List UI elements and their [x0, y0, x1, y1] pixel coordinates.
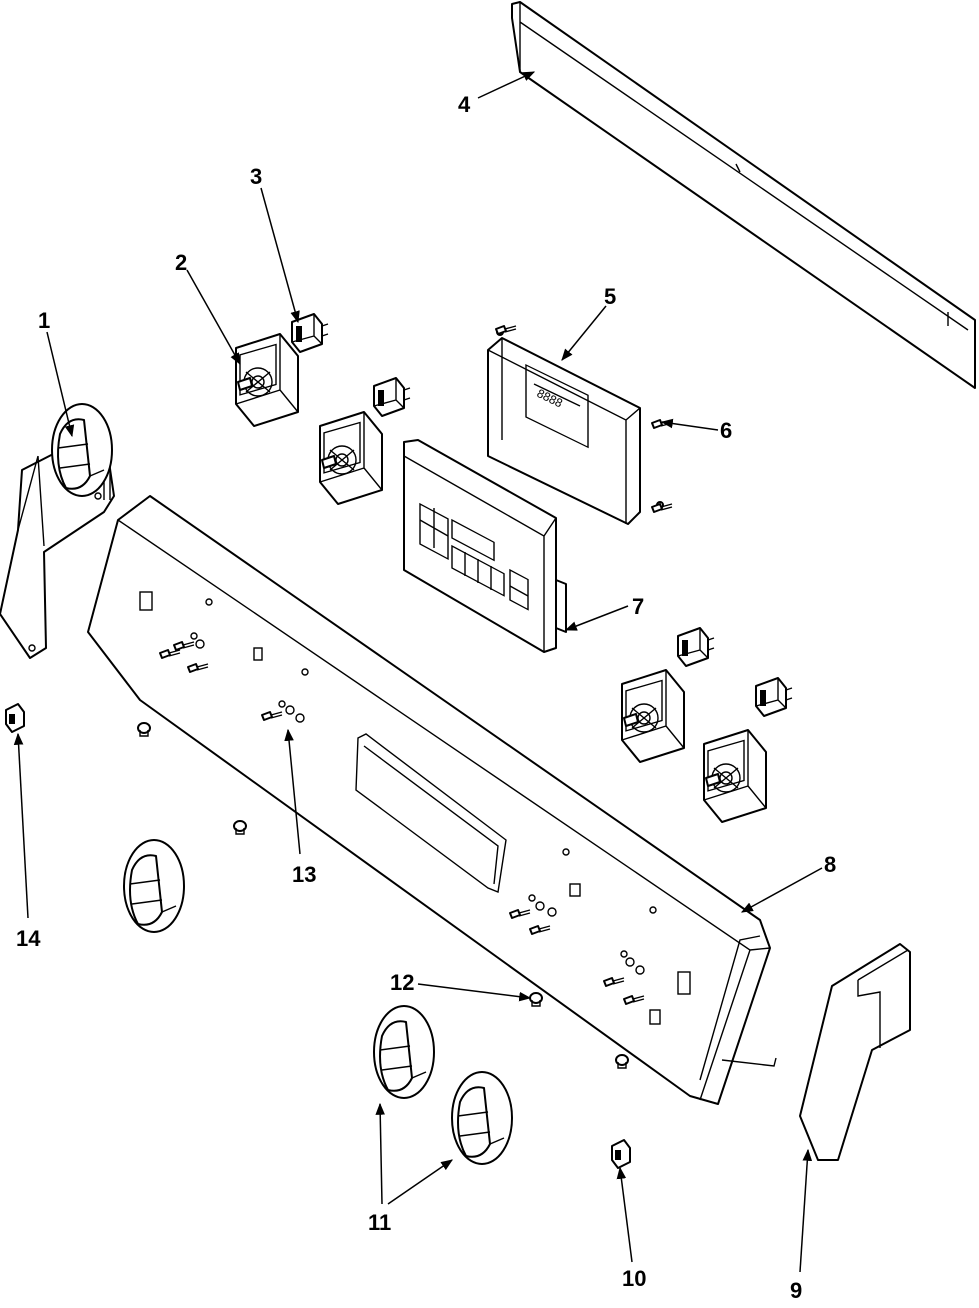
- part-infinite-switch-c: [621, 669, 685, 763]
- callout-8: 8: [824, 852, 836, 877]
- callout-12: 12: [390, 970, 414, 995]
- part-rocker-switch-c: [677, 627, 715, 667]
- part-knob-b: [123, 839, 185, 933]
- part-infinite-switch-b: [319, 411, 383, 505]
- part-push-nut-d: [615, 1054, 629, 1069]
- callout-9: 9: [790, 1278, 802, 1303]
- callout-labels: 1 2 3 4 5 6 7 8 9 10 11 12 13 14: [16, 92, 836, 1303]
- part-rocker-switch-d: [755, 677, 793, 717]
- part-rocker-switch-b: [373, 377, 411, 417]
- part-knob-a: [51, 403, 113, 497]
- part-clip-right: [611, 1139, 631, 1169]
- part-push-nut-b: [233, 820, 247, 835]
- callout-11: 11: [368, 1210, 391, 1235]
- part-clip-left: [5, 703, 25, 733]
- part-push-nut-a: [137, 722, 151, 737]
- callout-7: 7: [632, 594, 644, 619]
- part-rear-trim-strip: [511, 1, 976, 389]
- callout-3: 3: [250, 164, 262, 189]
- callout-13: 13: [292, 862, 316, 887]
- part-infinite-switch-d: [703, 729, 767, 823]
- part-right-end-cap: [799, 943, 911, 1161]
- callout-4: 4: [458, 92, 471, 117]
- callout-5: 5: [604, 284, 616, 309]
- part-control-screw-top: [495, 325, 517, 335]
- leader-lines: [13, 71, 823, 1273]
- callout-10: 10: [622, 1266, 646, 1291]
- callout-14: 14: [16, 926, 41, 951]
- callout-6: 6: [720, 418, 732, 443]
- part-knob-d: [451, 1071, 513, 1165]
- part-infinite-switch-a: [235, 333, 299, 427]
- part-touch-panel: [403, 439, 567, 653]
- callout-1: 1: [38, 308, 50, 333]
- part-push-nut-c: [529, 992, 543, 1007]
- part-knob-c: [373, 1005, 435, 1099]
- part-control-screw: [651, 419, 673, 429]
- callout-2: 2: [175, 250, 187, 275]
- part-main-control-panel: [87, 495, 777, 1105]
